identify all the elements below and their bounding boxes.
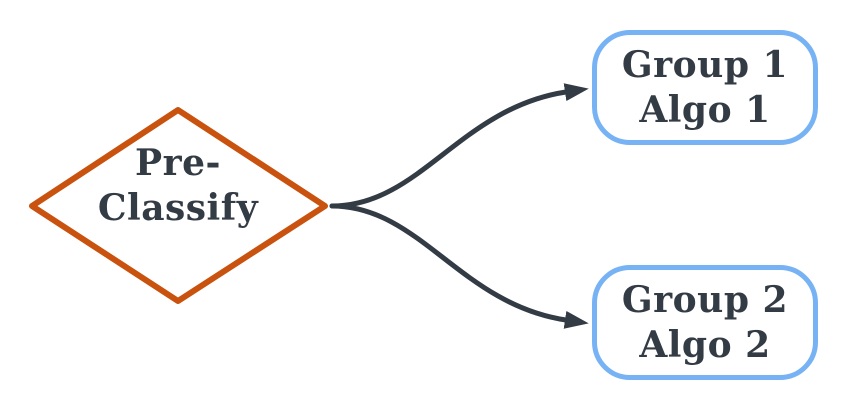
outcome-box-group1: Group 1 Algo 1	[592, 30, 818, 145]
outcome-label-group2: Group 2 Algo 2	[621, 278, 789, 366]
outcome-box-group2: Group 2 Algo 2	[592, 265, 818, 380]
outcome-label-group1: Group 1 Algo 1	[621, 43, 789, 131]
edge-to-group1	[329, 83, 589, 209]
decision-label: Pre- Classify	[97, 142, 259, 229]
decision-diamond	[29, 107, 328, 304]
edge-to-group2	[329, 203, 589, 329]
